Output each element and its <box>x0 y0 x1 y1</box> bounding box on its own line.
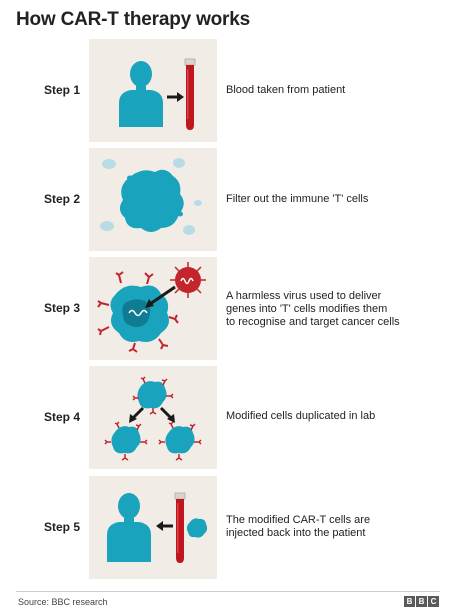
step-1-illustration <box>89 39 217 142</box>
car-t-cell-icon <box>186 518 208 538</box>
step-5-description-line: injected back into the patient <box>226 527 366 539</box>
arrow-left-icon <box>156 521 173 531</box>
bbc-logo-letter: B <box>404 596 415 607</box>
t-cell-icon <box>119 169 184 232</box>
receptor-icon <box>97 271 179 353</box>
source-note: Source: BBC research <box>18 597 108 607</box>
step-4-description: Modified cells duplicated in lab <box>226 410 441 423</box>
step-1-row: Step 1 Blood taken from patient <box>0 39 453 142</box>
step-3-description-line: genes into 'T' cells modifies them <box>226 303 388 315</box>
step-5-row: Step 5 The modified CAR-T cells are <box>0 476 453 579</box>
step-2-row: Step 2 Filter out the immune 'T' cells <box>0 148 453 251</box>
step-2-label: Step 2 <box>44 192 81 206</box>
step-3-row: Step 3 <box>0 257 453 360</box>
patient-silhouette-icon <box>107 493 151 562</box>
bbc-logo-letter: C <box>428 596 439 607</box>
bbc-logo: B B C <box>404 596 439 607</box>
step-5-illustration <box>89 476 217 579</box>
blood-test-tube-icon <box>174 492 186 563</box>
step-5-label: Step 5 <box>44 520 81 534</box>
step-3-label: Step 3 <box>44 301 81 315</box>
arrow-right-icon <box>167 92 184 102</box>
step-1-label: Step 1 <box>44 83 81 97</box>
step-3-description: A harmless virus used to deliver genes i… <box>226 290 441 329</box>
car-t-cell-icon <box>132 376 174 415</box>
bbc-logo-letter: B <box>416 596 427 607</box>
step-1-description: Blood taken from patient <box>226 84 441 97</box>
step-3-illustration <box>89 257 217 360</box>
patient-silhouette-icon <box>119 61 163 127</box>
step-3-description-line: to recognise and target cancer cells <box>226 316 400 328</box>
footer-divider <box>16 591 440 592</box>
page-title: How CAR-T therapy works <box>16 9 250 30</box>
car-t-cell-icon <box>158 421 202 461</box>
step-4-description-line: Modified cells duplicated in lab <box>226 410 376 422</box>
arrow-icon <box>145 285 176 308</box>
t-cell-icon <box>110 285 169 342</box>
arrow-down-left-icon <box>129 406 145 423</box>
arrow-down-right-icon <box>159 406 175 423</box>
car-t-cell-icon <box>104 421 148 461</box>
step-4-illustration <box>89 366 217 469</box>
step-1-description-line: Blood taken from patient <box>226 84 346 96</box>
virus-icon <box>170 262 206 298</box>
blood-cell-icon <box>100 158 202 235</box>
blood-test-tube-icon <box>184 58 196 130</box>
step-2-description: Filter out the immune 'T' cells <box>226 193 441 206</box>
step-4-row: Step 4 <box>0 366 453 469</box>
step-5-description-line: The modified CAR-T cells are <box>226 514 371 526</box>
step-4-label: Step 4 <box>44 410 81 424</box>
step-2-illustration <box>89 148 217 251</box>
step-5-description: The modified CAR-T cells are injected ba… <box>226 514 441 540</box>
step-2-description-line: Filter out the immune 'T' cells <box>226 193 369 205</box>
step-3-description-line: A harmless virus used to deliver <box>226 290 382 302</box>
